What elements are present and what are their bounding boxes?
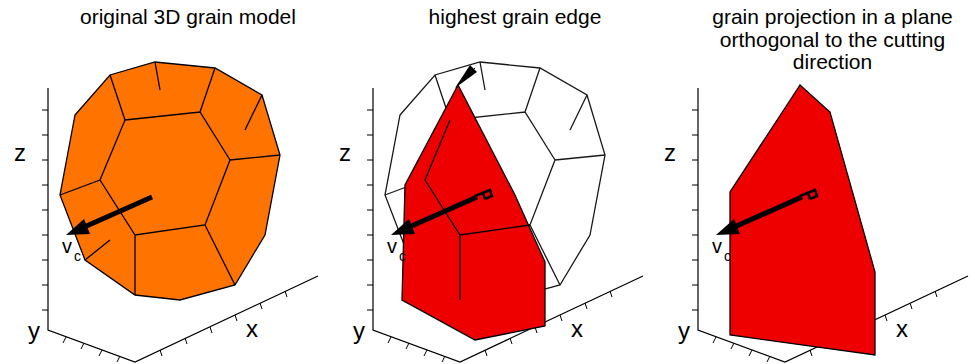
axis-label: x: [896, 316, 908, 342]
axis-label: z: [339, 140, 351, 166]
velocity-label: v: [62, 236, 72, 258]
axis-label: y: [28, 318, 40, 344]
panel-title: grain projection in a plane orthogonal t…: [705, 6, 960, 74]
velocity-label: v: [387, 236, 397, 258]
velocity-subscript: c: [399, 249, 406, 264]
velocity-subscript: c: [724, 249, 731, 264]
axis-label: z: [14, 140, 26, 166]
velocity-label: v: [712, 236, 722, 258]
panel-projection: [692, 85, 968, 362]
panel-original: [42, 62, 318, 362]
axis-label: x: [571, 316, 583, 342]
velocity-subscript: c: [74, 249, 81, 264]
panel-title: original 3D grain model: [78, 6, 298, 29]
axis-label: y: [678, 318, 690, 344]
panel-edge: [367, 62, 643, 362]
axis-label: x: [246, 316, 258, 342]
axis-label: z: [664, 140, 676, 166]
axis-label: y: [353, 318, 365, 344]
panel-title: highest grain edge: [405, 6, 625, 29]
